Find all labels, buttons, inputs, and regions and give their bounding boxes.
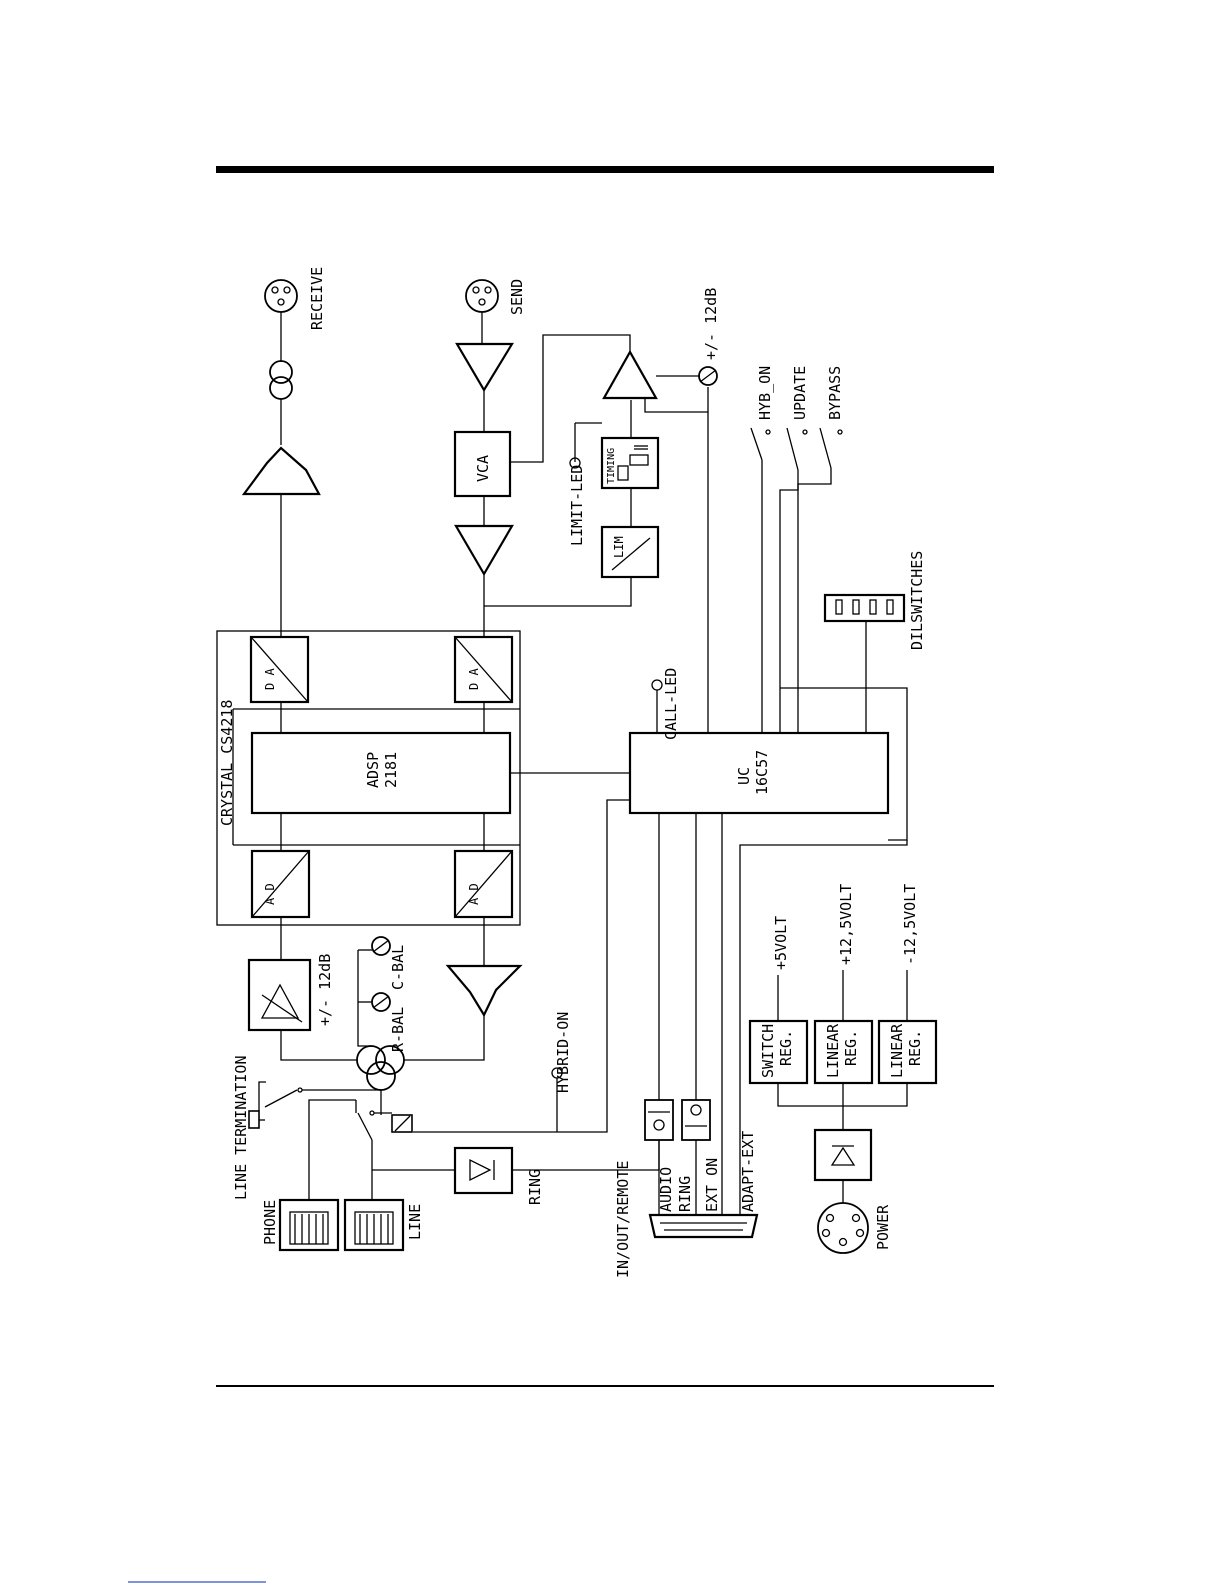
c-bal-label: C-BAL — [389, 945, 407, 990]
input-gain-amplifier: +/- 12dB — [247, 917, 334, 1032]
vca-block: VCA — [453, 430, 512, 526]
receive-transformer — [269, 360, 293, 445]
power-rectifier — [813, 1128, 873, 1205]
da-send-label: D A — [467, 668, 481, 690]
switch-label: SWITCH — [759, 1024, 777, 1078]
dil-switches-label: DILSWITCHES — [908, 551, 926, 650]
ad-converter-hybrid: A D — [453, 849, 514, 919]
switch-regulator: SWITCH REG. +5VOLT — [748, 916, 809, 1085]
da-converter-send: D A — [453, 635, 514, 704]
adsp-block: ADSP 2181 — [250, 731, 512, 815]
in-out-remote-label: IN/OUT/REMOTE — [614, 1161, 632, 1278]
linear-pos-label: LINEAR — [824, 1023, 842, 1078]
limit-led-label: LIMIT-LED — [568, 465, 586, 546]
r-bal-label: R-BAL — [389, 1007, 407, 1052]
uc-num-label: 16C57 — [753, 750, 771, 795]
limiter-block: LIM — [600, 488, 660, 579]
adsp-num-label: 2181 — [382, 752, 400, 788]
ad-converter-line: A D — [250, 849, 311, 919]
bypass-label: BYPASS — [826, 366, 844, 420]
update-label: UPDATE — [791, 366, 809, 420]
lim-label: LIM — [612, 536, 626, 558]
power-label: POWER — [874, 1204, 892, 1250]
crystal-label: CRYSTAL CS4218 — [218, 700, 236, 826]
footer-rule — [216, 1385, 994, 1387]
update-switch[interactable]: UPDATE — [779, 366, 809, 735]
linear-pos-reg-label: REG. — [842, 1030, 860, 1066]
remote-dsub-connector: IN/OUT/REMOTE AUDIO RING EXT ON ADAPT-EX… — [614, 1131, 759, 1278]
call-led: CALL-LED — [651, 668, 680, 740]
header-rule — [216, 166, 994, 173]
linear-regulator-negative: LINEAR REG. -12,5VOLT — [877, 884, 938, 1085]
send-output-buffer — [455, 342, 514, 432]
line-label: LINE — [406, 1204, 424, 1240]
uc-right-bus — [780, 687, 908, 841]
timing-block: TIMING — [600, 400, 660, 490]
phone-label: PHONE — [261, 1200, 279, 1245]
hybrid-transformer — [280, 1015, 485, 1115]
linear-neg-reg-label: REG. — [906, 1030, 924, 1066]
ad-line-label: A D — [263, 883, 277, 905]
gain-out-label: +/- 12dB — [702, 288, 720, 360]
adapt-ext-label: ADAPT-EXT — [739, 1131, 757, 1212]
linear-regulator-positive: LINEAR REG. +12,5VOLT — [813, 884, 874, 1085]
audio-optocoupler — [644, 1099, 674, 1141]
uc-label: UC — [735, 767, 753, 785]
minus-12-5volt-label: -12,5VOLT — [901, 884, 919, 965]
bypass-switch[interactable]: BYPASS — [797, 366, 844, 735]
adsp-label: ADSP — [364, 752, 382, 788]
switch-reg-label: REG. — [777, 1030, 795, 1066]
gain-amplifier: +/- 12dB — [510, 288, 720, 463]
vca-label: VCA — [474, 455, 492, 482]
c-bal-trimmer[interactable]: C-BAL — [371, 936, 407, 990]
call-led-label: CALL-LED — [662, 668, 680, 740]
receive-amplifier — [241, 446, 321, 637]
r-bal-trimmer[interactable]: R-BAL — [371, 992, 407, 1052]
send-connector: SEND — [465, 279, 526, 344]
hyb-on-label: HYB_ON — [756, 366, 774, 420]
phone-jack: PHONE — [261, 1198, 340, 1252]
timing-label: TIMING — [606, 448, 617, 484]
limit-led: LIMIT-LED — [568, 422, 602, 546]
line-termination-label: LINE TERMINATION — [232, 1056, 250, 1201]
ring-label: RING — [676, 1176, 694, 1212]
dil-switches[interactable]: DILSWITCHES — [823, 551, 926, 735]
ring-detector: RING — [372, 1140, 660, 1205]
audio-label: AUDIO — [657, 1167, 675, 1212]
hybrid-on-led: HYBRID-ON — [551, 1012, 572, 1132]
hybrid-relay — [391, 1114, 413, 1133]
ad-hybrid-label: A D — [467, 883, 481, 905]
plus-12-5volt-label: +12,5VOLT — [837, 884, 855, 965]
gain-in-label: +/- 12dB — [316, 954, 334, 1026]
receive-connector: RECEIVE — [264, 267, 326, 362]
hybrid-on-label: HYBRID-ON — [554, 1012, 572, 1093]
da-receive-label: D A — [263, 668, 277, 690]
da-converter-receive: D A — [249, 635, 310, 704]
ext-on-optocoupler — [681, 1099, 711, 1141]
crystal-codec-boundary — [216, 630, 521, 926]
ring-diode-label: RING — [526, 1169, 544, 1205]
line-jack: LINE — [343, 1198, 424, 1252]
send-label: SEND — [508, 279, 526, 315]
phone-line-switch — [308, 1099, 392, 1200]
receive-label: RECEIVE — [308, 267, 326, 330]
hybrid-amplifier — [445, 917, 523, 1018]
limiter-sidechain-wire — [484, 577, 632, 607]
uc-block: UC 16C57 — [628, 731, 890, 815]
line-termination[interactable]: LINE TERMINATION — [232, 1056, 381, 1201]
hyb-on-switch[interactable]: HYB_ON — [750, 366, 774, 735]
ext-on-label: EXT ON — [703, 1158, 721, 1212]
plus-5volt-label: +5VOLT — [772, 916, 790, 970]
send-input-buffer — [454, 524, 514, 637]
power-connector: POWER — [817, 1202, 892, 1254]
linear-neg-label: LINEAR — [888, 1023, 906, 1078]
